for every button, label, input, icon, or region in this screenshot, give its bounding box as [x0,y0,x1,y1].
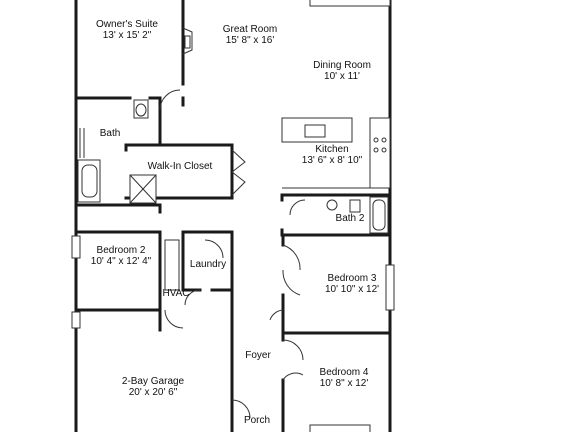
garage-label: 2-Bay Garage 20' x 20' 6" [122,376,184,398]
dining-room-label: Dining Room 10' x 11' [313,60,371,82]
side-windows [71,235,81,329]
bath-name: Bath [99,128,121,139]
garage-dims: 20' x 20' 6" [128,387,178,398]
garage-name: 2-Bay Garage [121,376,185,387]
laundry-name: Laundry [189,259,227,270]
fireplace [182,27,193,55]
bath-label: Bath [100,128,121,139]
great-room-name: Great Room [222,24,278,35]
hvac-label: HVAC [162,288,189,299]
bedroom2-label: Bedroom 2 10' 4" x 12' 4" [91,245,151,267]
kitchen-label: Kitchen 13' 6" x 8' 10" [302,144,362,166]
bedroom3-label: Bedroom 3 10' 10" x 12' [325,273,379,295]
foyer-label: Foyer [245,350,271,361]
walk-in-closet-label: Walk-In Closet [148,161,213,172]
walk-in-closet-name: Walk-In Closet [147,161,213,172]
owners-suite-label: Owner's Suite 13' x 15' 2" [96,19,158,41]
bath2-fixtures [289,196,389,234]
great-room-dims: 15' 8" x 16' [225,35,275,46]
bedroom2-dims: 10' 4" x 12' 4" [90,256,152,267]
bath2-name: Bath 2 [335,213,365,224]
bedroom4-dims: 10' 8" x 12' [319,378,369,389]
kitchen-dims: 13' 6" x 8' 10" [301,155,363,166]
owners-bath-fixtures [77,99,157,204]
dining-room-name: Dining Room [313,60,371,71]
window-top [309,0,391,7]
foyer-name: Foyer [245,350,271,361]
porch-label: Porch [244,415,270,426]
kitchen-counters [281,117,391,189]
hvac-name: HVAC [162,288,190,299]
kitchen-name: Kitchen [315,144,349,155]
dining-room-dims: 10' x 11' [324,71,360,82]
laundry-label: Laundry [190,259,226,270]
owners-suite-dims: 13' x 15' 2" [102,30,152,41]
great-room-label: Great Room 15' 8" x 16' [223,24,277,46]
bedroom3-doors [269,244,395,321]
porch-name: Porch [243,415,271,426]
bedroom2-name: Bedroom 2 [96,245,146,256]
bedroom4-name: Bedroom 4 [319,367,369,378]
bedroom4-doors [231,339,371,432]
bath2-label: Bath 2 [336,213,365,224]
bedroom3-name: Bedroom 3 [327,273,377,284]
closet-doors [159,89,246,196]
bedroom4-label: Bedroom 4 10' 8" x 12' [320,367,369,389]
bedroom3-dims: 10' 10" x 12' [324,284,380,295]
owners-suite-name: Owner's Suite [96,19,158,30]
laundry-doors [164,239,224,329]
